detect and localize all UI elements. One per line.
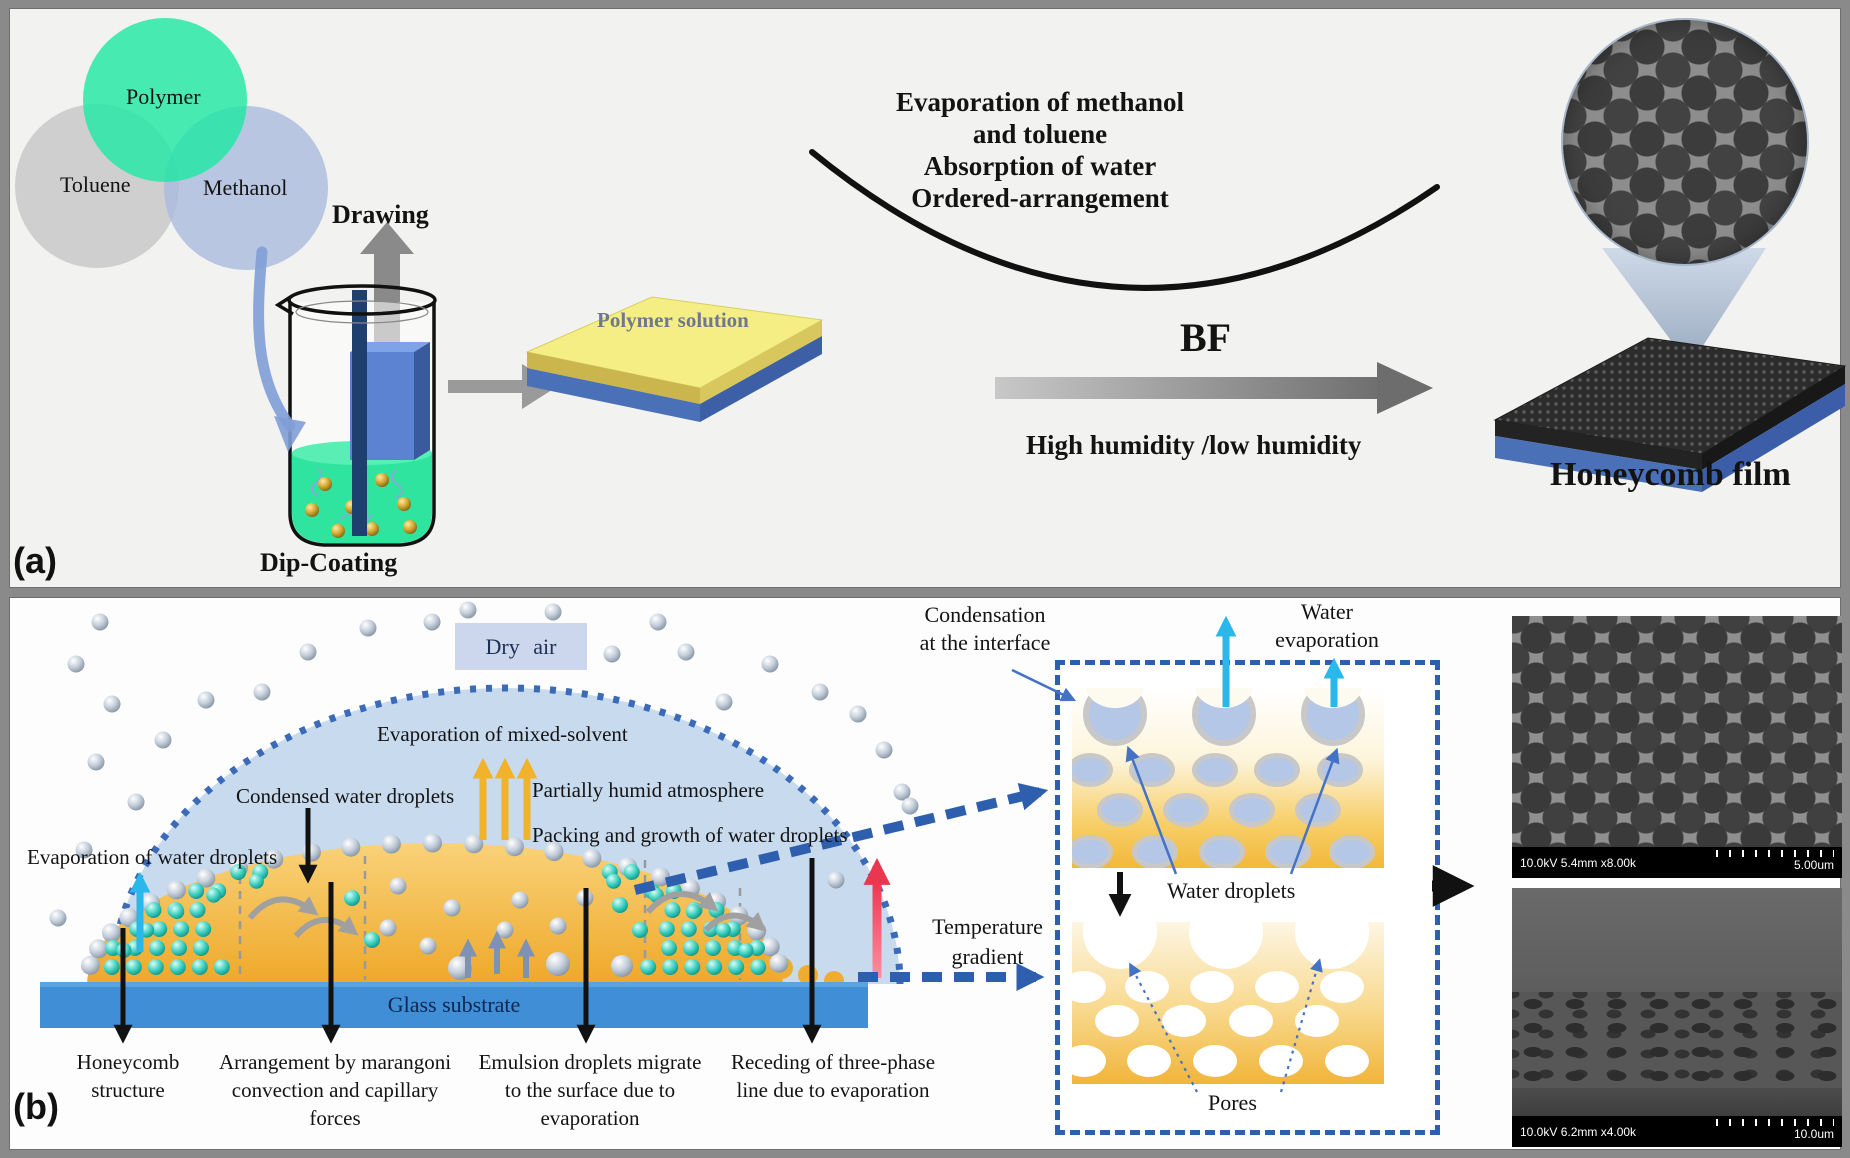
note-line: Ordered-arrangement	[911, 183, 1169, 213]
panel-a-tag: (a)	[13, 540, 57, 581]
panel-b-tag: (b)	[13, 1086, 59, 1127]
pore-icon	[1162, 1005, 1206, 1037]
pore-icon	[1325, 1045, 1369, 1077]
toluene-label: Toluene	[60, 172, 131, 197]
pore-icon	[1095, 1005, 1139, 1037]
water-droplet-icon	[1265, 835, 1311, 868]
scale-text: 5.00um	[1793, 858, 1834, 872]
pore-icon	[1295, 1005, 1339, 1037]
annotation-receding: Receding of three-phase line due to evap…	[730, 1050, 936, 1102]
sem-cross-section-image: 10.0kV 6.2mm x4.00k 10.0um	[1512, 888, 1842, 1148]
evap-water-label: Evaporation of water droplets	[27, 845, 278, 869]
temperature-gradient-label: Temperature gradient	[932, 914, 1043, 969]
pore-icon	[1189, 922, 1263, 969]
water-droplet-icon	[1192, 753, 1238, 787]
annotation-arrangement: Arrangement by marangoni convection and …	[218, 1050, 452, 1130]
sem-info-text: 10.0kV 5.4mm x8.00k	[1520, 856, 1637, 870]
sem-surface-image: 10.0kV 5.4mm x8.00k 5.00um	[1512, 616, 1842, 878]
sem-surface-caption: 10.0kV 5.4mm x8.00k 5.00um	[1512, 847, 1842, 878]
water-droplet-icon	[1254, 753, 1300, 787]
interface-crescent-droplet-icon	[1192, 688, 1256, 746]
partially-humid-label: Partially humid atmosphere	[532, 778, 765, 802]
condensation-label: Condensation at the interface	[919, 602, 1051, 655]
note-line: and toluene	[972, 119, 1108, 149]
water-droplet-icon	[1329, 835, 1375, 868]
pore-icon	[1072, 1045, 1106, 1077]
sem-info-text: 10.0kV 6.2mm x4.00k	[1520, 1125, 1637, 1139]
pore-icon	[1072, 971, 1106, 1003]
pore-icon	[1320, 971, 1364, 1003]
scale-ticks-icon	[1716, 1119, 1834, 1126]
pore-icon	[1255, 971, 1299, 1003]
humidity-label: High humidity /low humidity	[1026, 430, 1362, 460]
glass-substrate-label: Glass substrate	[387, 992, 521, 1017]
pore-icon	[1190, 971, 1234, 1003]
evap-mixed-label: Evaporation of mixed-solvent	[377, 722, 628, 746]
annotation-emulsion: Emulsion droplets migrate to the surface…	[478, 1050, 702, 1130]
water-droplet-icon	[1199, 835, 1245, 868]
polymer-solution-label: Polymer solution	[597, 308, 749, 332]
water-evaporation-label: Water evaporation	[1275, 599, 1379, 652]
honeycomb-sem-circle	[1561, 18, 1809, 266]
scale-text: 10.0um	[1793, 1127, 1834, 1141]
methanol-label: Methanol	[203, 175, 288, 200]
pore-icon	[1229, 1005, 1273, 1037]
droplet-formation-panel	[1072, 688, 1384, 868]
pore-icon	[1127, 1045, 1171, 1077]
water-droplet-icon	[1132, 835, 1178, 868]
pore-formation-panel	[1072, 922, 1384, 1084]
scale-ticks-icon	[1716, 850, 1834, 857]
water-droplet-icon	[1317, 753, 1363, 787]
process-notes: Evaporation of methanol and toluene Abso…	[830, 86, 1250, 214]
polymer-label: Polymer	[126, 84, 201, 109]
pore-icon	[1083, 922, 1157, 969]
pore-icon	[1295, 922, 1369, 969]
water-droplet-icon	[1295, 793, 1341, 827]
water-droplet-icon	[1072, 835, 1113, 868]
water-droplet-icon	[1129, 753, 1175, 787]
bf-label: BF	[1180, 315, 1232, 360]
water-droplet-icon	[1072, 753, 1113, 787]
pore-icon	[1259, 1045, 1303, 1077]
annotation-honeycomb: Honeycomb structure	[76, 1050, 180, 1102]
dip-coating-label: Dip-Coating	[260, 548, 398, 577]
interface-crescent-droplet-icon	[1301, 688, 1365, 746]
interface-crescent-droplet-icon	[1083, 688, 1147, 746]
water-droplet-icon	[1097, 793, 1143, 827]
note-line: Evaporation of methanol	[895, 87, 1184, 117]
pore-icon	[1125, 971, 1169, 1003]
water-droplet-icon	[1229, 793, 1275, 827]
note-line: Absorption of water	[923, 151, 1157, 181]
condensed-label: Condensed water droplets	[236, 784, 455, 808]
sem-surface-texture	[1512, 616, 1842, 847]
sem-cross-caption: 10.0kV 6.2mm x4.00k 10.0um	[1512, 1116, 1842, 1147]
packing-label: Packing and growth of water droplets	[532, 823, 848, 847]
polymer-circle	[83, 18, 247, 182]
water-droplet-icon	[1163, 793, 1209, 827]
water-droplets-label: Water droplets	[1167, 878, 1296, 903]
honeycomb-film-label: Honeycomb film	[1550, 456, 1791, 493]
dry-air-box: Dry air	[455, 623, 587, 670]
pore-icon	[1193, 1045, 1237, 1077]
pores-label: Pores	[1208, 1090, 1257, 1115]
drawing-label: Drawing	[332, 200, 429, 229]
